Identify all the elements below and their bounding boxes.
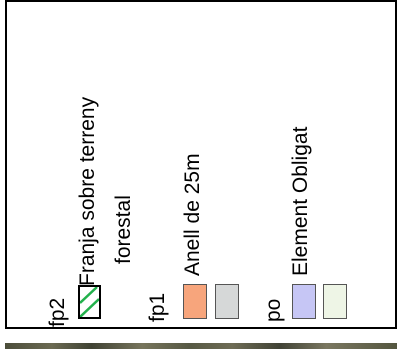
legend-label-fp1: Anell de 25m [181, 153, 204, 276]
legend-swatch-fp1-orange [183, 284, 207, 319]
legend-swatch-po-green [323, 284, 347, 319]
legend-code-po: po [262, 298, 285, 322]
legend-code-fp2: fp2 [46, 297, 69, 327]
legend-code-fp1: fp1 [146, 292, 169, 322]
legend-swatch-fp2-hatched [78, 285, 101, 319]
map-legend-panel: fp2 Franja sobre terreny forestal fp1 An… [5, 0, 397, 329]
map-imagery-strip [5, 343, 397, 349]
legend-label-fp2-line2: forestal [112, 195, 135, 264]
legend-swatch-fp1-gray [215, 284, 239, 319]
legend-label-fp2-line1: Franja sobre terreny [76, 96, 99, 286]
legend-swatch-po-blue [292, 284, 316, 319]
legend-label-po: Element Obligat [289, 126, 312, 276]
